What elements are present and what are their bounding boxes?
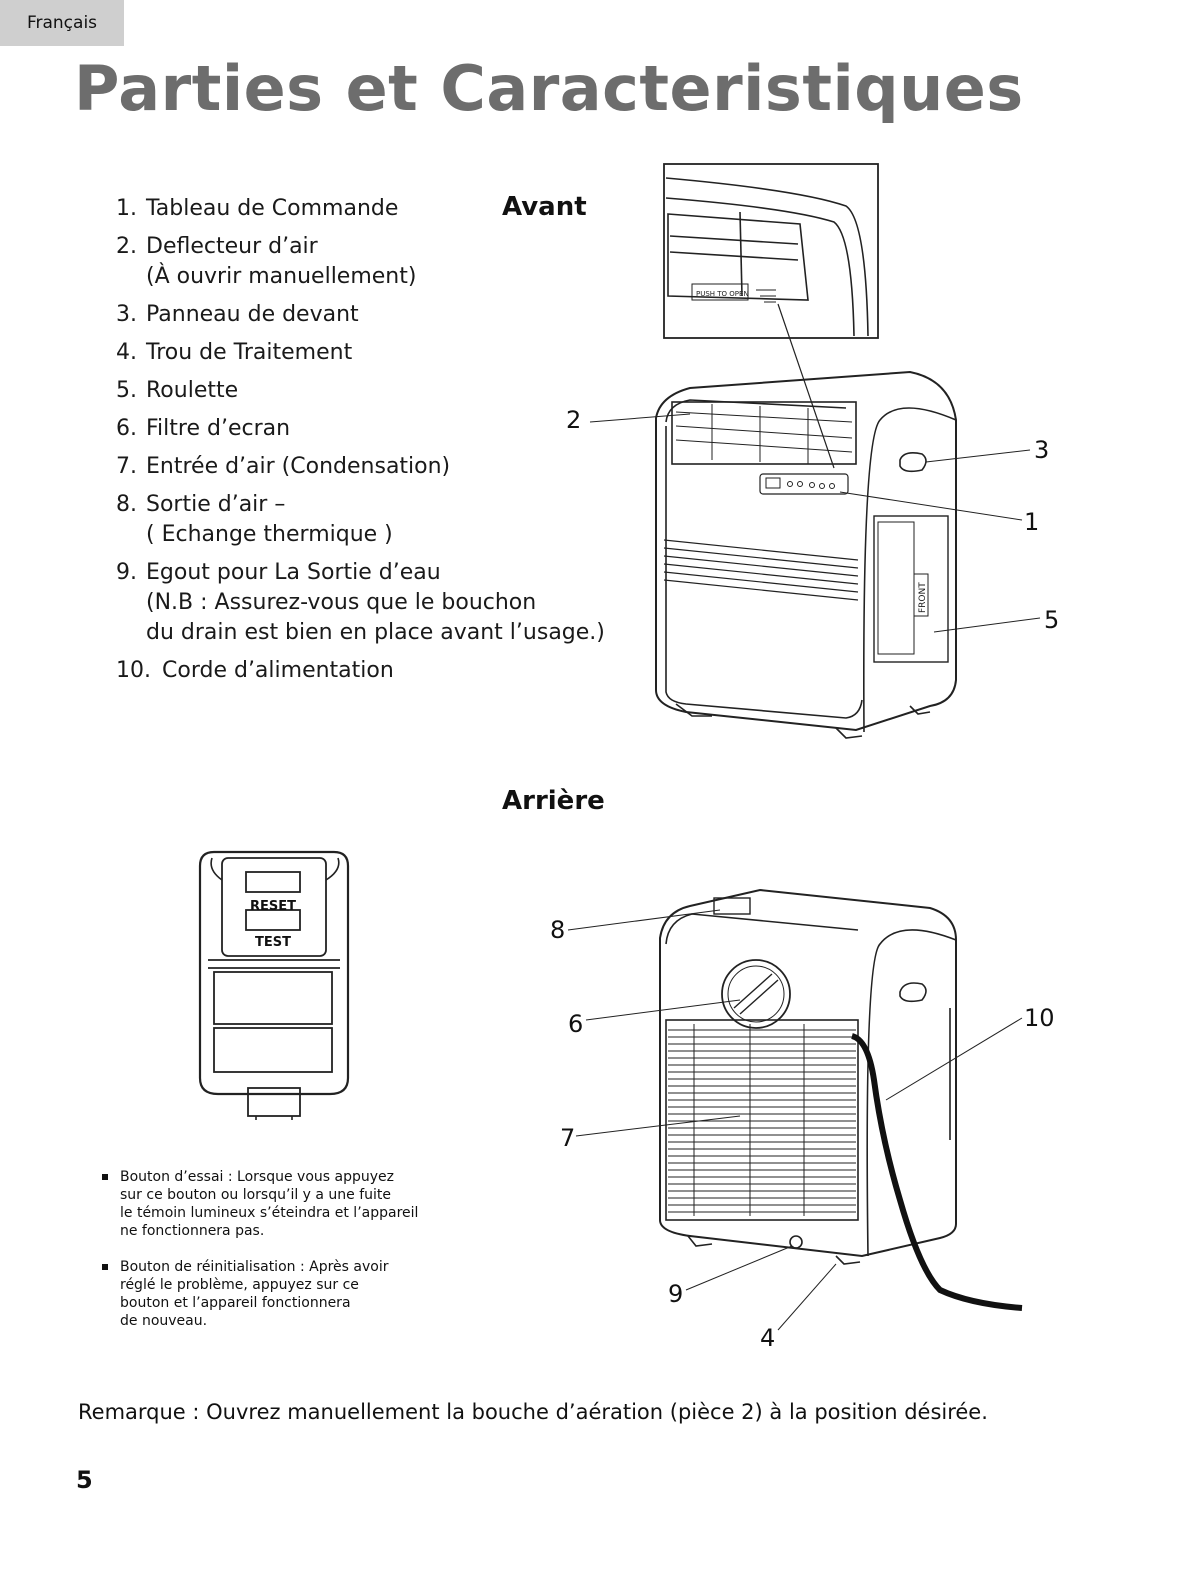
test-label: TEST (255, 935, 291, 950)
rear-unit-illustration (659, 888, 1023, 1311)
front-unit-illustration: FRONT (655, 370, 957, 739)
push-to-open-label: PUSH TO OPEN (696, 290, 749, 298)
reset-label: RESET (250, 899, 296, 914)
language-tab: Français (0, 0, 124, 46)
list-item: 2.Deflecteur d’air (À ouvrir manuellemen… (116, 234, 417, 289)
list-item: 7.Entrée d’air (Condensation) (116, 454, 451, 479)
parts-list: 1.Tableau de Commande 2.Deflecteur d’air… (116, 194, 605, 694)
list-item: 9.Egout pour La Sortie d’eau (N.B : Assu… (116, 560, 605, 645)
callout-4: 4 (760, 1324, 776, 1352)
list-item: 10.Corde d’alimentation (116, 658, 394, 683)
list-item: 1.Tableau de Commande (116, 196, 399, 221)
list-item: 8.Sortie d’air – ( Echange thermique ) (116, 492, 393, 547)
list-item: 6.Filtre d’ecran (116, 416, 291, 441)
list-item: Bouton de réinitialisation : Après avoir… (100, 1258, 430, 1330)
list-item: 4.Trou de Traitement (116, 340, 353, 365)
page-number: 5 (76, 1466, 93, 1494)
callout-10: 10 (1024, 1004, 1055, 1032)
callout-1: 1 (1024, 508, 1040, 536)
plug-notes: Bouton d’essai : Lorsque vous appuyez su… (100, 1168, 430, 1348)
list-item: Bouton d’essai : Lorsque vous appuyez su… (100, 1168, 430, 1240)
callout-7: 7 (560, 1124, 576, 1152)
callout-2: 2 (566, 406, 582, 434)
list-item: 3.Panneau de devant (116, 302, 359, 327)
callout-5: 5 (1044, 606, 1060, 634)
callout-6: 6 (568, 1010, 584, 1038)
callout-8: 8 (550, 916, 566, 944)
page-title: Parties et Caracteristiques (74, 52, 1024, 125)
rear-view-heading: Arrière (502, 786, 605, 816)
front-view-heading: Avant (502, 192, 587, 222)
gfci-plug-illustration: RESET TEST (198, 850, 350, 1120)
front-side-label: FRONT (918, 582, 928, 613)
front-inset-detail: PUSH TO OPEN (663, 163, 879, 469)
callout-9: 9 (668, 1280, 684, 1308)
callout-3: 3 (1034, 436, 1050, 464)
list-item: 5.Roulette (116, 378, 239, 403)
remark-text: Remarque : Ouvrez manuellement la bouche… (78, 1400, 988, 1424)
